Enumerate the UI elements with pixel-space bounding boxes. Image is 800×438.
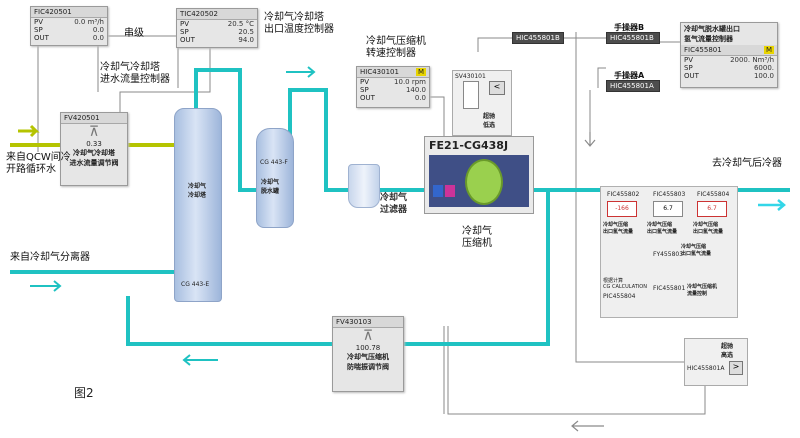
signal-line xyxy=(477,37,512,52)
flow-arrow-left xyxy=(182,354,218,366)
high-select-label: 超驰 高选 xyxy=(721,343,734,359)
flow-arrow-right xyxy=(286,66,316,78)
mode-badge: M xyxy=(763,46,774,54)
outlet-arrow-right xyxy=(758,199,786,211)
series-label: 串级 xyxy=(124,28,144,39)
separator-source-label: 来自冷却气分离器 xyxy=(10,252,90,263)
compressor-speed-controller-label: 冷却气压缩机 转速控制器 xyxy=(366,36,426,59)
surge-select-label: 超驰 低选 xyxy=(483,113,496,129)
controller-title: 冷却气脱水罐出口 氢气流量控制器 xyxy=(684,25,740,43)
valve-icon: ⊼ xyxy=(88,124,100,140)
compressor-label: 冷却气 压缩机 xyxy=(462,226,492,249)
valve-caption: 冷却气压缩机 防喘振调节阀 xyxy=(347,353,389,371)
hand-station-b[interactable]: HIC455801B xyxy=(606,32,660,44)
valve-tag: FV420501 xyxy=(61,113,127,124)
flow-arrow-right xyxy=(30,280,62,292)
dehydration-drum: CG 443-F 冷却气 脱水罐 xyxy=(256,128,294,228)
high-select-block: 超驰 高选 HIC455801A > xyxy=(684,338,748,386)
compressor-id: FE21-CG438J xyxy=(429,139,509,152)
qcw-source-label: 来自QCW间冷 开路循环水 xyxy=(6,152,71,175)
compressor-body xyxy=(429,155,529,207)
inset-value-1: -166 xyxy=(607,201,637,217)
figure-label: 图2 xyxy=(74,386,94,400)
drum-caption: 冷却气 脱水罐 xyxy=(261,179,280,195)
valve-tag: FV430103 xyxy=(333,317,403,328)
feed-arrow xyxy=(18,124,40,138)
cooling-tower: 冷却气 冷却塔 CG 443-E xyxy=(174,108,222,302)
compressor-icon xyxy=(465,159,503,205)
sv-label: SV430101 xyxy=(455,73,486,80)
signal-arrow-left xyxy=(571,420,604,432)
hand-station-a[interactable]: HIC455801A xyxy=(606,80,660,92)
hand-station-a-title: 手操器A xyxy=(614,71,645,80)
tower-overhead-pipe xyxy=(194,68,268,192)
controller-tag: HIC430101 xyxy=(360,68,399,76)
hand-station-b-title: 手操器B xyxy=(614,23,645,32)
tower-id: CG 443-E xyxy=(181,281,210,288)
valve-icon: ⊼ xyxy=(362,328,374,344)
signal-arrow-down xyxy=(584,132,596,147)
signal-line xyxy=(447,326,706,415)
drum-id: CG 443-F xyxy=(260,159,288,166)
signal-line xyxy=(575,32,686,363)
tower-flow-controller-label: 冷却气冷却塔 进水流量控制器 xyxy=(100,62,170,85)
outlet-temp-controller-label: 冷却气冷却塔 出口温度控制器 xyxy=(264,12,334,35)
controller-tag: FIC455801 xyxy=(684,46,722,54)
valve-value: 100.78 xyxy=(355,344,381,352)
valve-fv430103[interactable]: FV430103 ⊼ 100.78 冷却气压缩机 防喘振调节阀 xyxy=(332,316,404,392)
aftercooler-destination-label: 去冷却气后冷器 xyxy=(712,158,782,169)
controller-tag: TIC420502 xyxy=(177,9,257,20)
tower-caption: 冷却气 冷却塔 xyxy=(188,183,207,199)
valve-fv420501[interactable]: FV420501 ⊼ 0.33 冷却气冷却塔 进水流量调节阀 xyxy=(60,112,128,186)
valve-caption: 冷却气冷却塔 进水流量调节阀 xyxy=(69,149,119,167)
speed-select-block: SV430101 < 超驰 低选 xyxy=(452,70,512,136)
inset-value-2: 6.7 xyxy=(653,201,683,217)
high-select-tag: HIC455801A xyxy=(687,365,725,372)
select-element xyxy=(463,81,479,109)
mode-badge: M xyxy=(415,68,426,76)
controller-tag: FIC420501 xyxy=(31,7,107,18)
inset-value-3: 6.7 xyxy=(697,201,727,217)
valve-value: 0.33 xyxy=(86,140,102,148)
filter-vessel xyxy=(348,164,380,208)
selector-button[interactable]: > xyxy=(729,361,743,375)
compressor-panel: FE21-CG438J xyxy=(424,136,534,214)
drum-overhead-pipe xyxy=(288,88,350,192)
signal-line xyxy=(597,67,606,88)
flow-logic-inset: FIC455802 FIC455803 FIC455804 -166 6.7 6… xyxy=(600,186,738,318)
hand-station-c[interactable]: HIC455801B xyxy=(512,32,564,44)
filter-label: 冷却气 过滤器 xyxy=(380,193,408,215)
selector-button[interactable]: < xyxy=(489,81,505,95)
